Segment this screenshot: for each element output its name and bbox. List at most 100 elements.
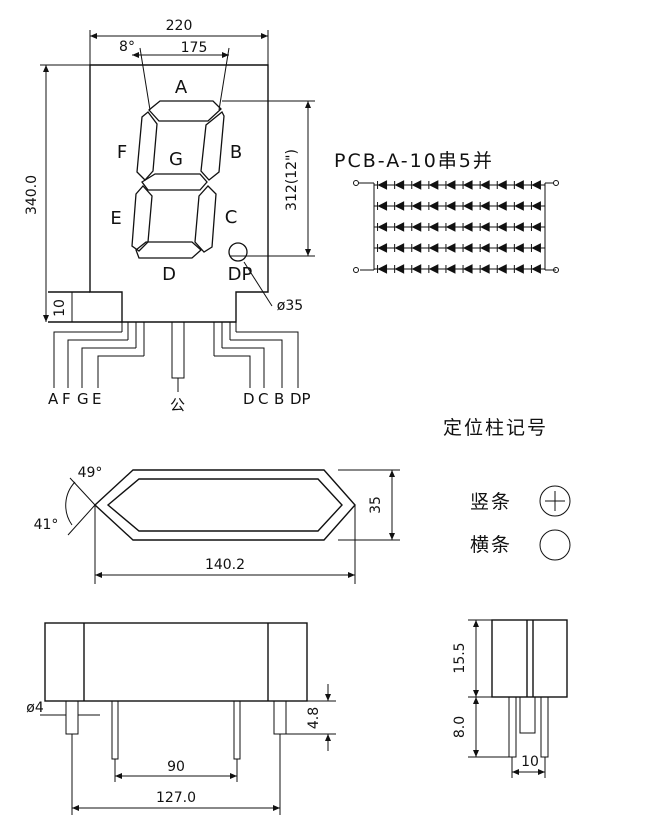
- width-label: 220: [166, 18, 193, 34]
- diode-icon: [530, 243, 541, 253]
- pin-label-c: C: [258, 390, 268, 408]
- diode-icon: [496, 222, 507, 232]
- pin-label-common: 公: [170, 396, 185, 414]
- diode-icon: [394, 222, 405, 232]
- diode-icon: [530, 264, 541, 274]
- diode-icon: [428, 222, 439, 232]
- legend-title: 定位柱记号: [443, 417, 548, 439]
- side-body-outline: [44, 622, 308, 702]
- diode-icon: [411, 180, 422, 190]
- slant-angle-label: 8°: [119, 39, 135, 55]
- end-pin-height-label: 8.0: [452, 716, 468, 738]
- diode-icon: [479, 264, 490, 274]
- end-pin-spacing-label: 10: [521, 754, 539, 770]
- segment-label-a: A: [175, 77, 188, 98]
- pin-diameter-label: ø4: [26, 700, 44, 716]
- diode-icon: [411, 243, 422, 253]
- diode-icon: [496, 201, 507, 211]
- diode-icon: [462, 243, 473, 253]
- end-locating-pin: [519, 696, 536, 734]
- diode-icon: [411, 201, 422, 211]
- diode-icon: [445, 222, 456, 232]
- end-body-height-label: 15.5: [452, 642, 468, 673]
- diode-icon: [445, 201, 456, 211]
- diode-icon: [462, 201, 473, 211]
- diode-icon: [445, 180, 456, 190]
- diode-icon: [428, 180, 439, 190]
- pcb-terminal: [553, 180, 559, 186]
- diode-icon: [530, 180, 541, 190]
- pin-spacing-label: 90: [167, 759, 185, 775]
- segment-height-label: 35: [368, 496, 384, 514]
- diode-icon: [394, 243, 405, 253]
- diode-icon: [530, 201, 541, 211]
- diode-icon: [513, 201, 524, 211]
- pin-label-g: G: [77, 390, 89, 408]
- pin-length-label: 4.8: [306, 707, 322, 729]
- segment-f: [136, 111, 158, 181]
- pin-label-a: A: [48, 390, 59, 408]
- pcb-schematic: PCB-A-10串5并: [334, 150, 559, 274]
- legend-horizontal-label: 横条: [470, 534, 512, 556]
- diode-icon: [377, 243, 388, 253]
- pcb-title: PCB-A-10串5并: [334, 150, 494, 172]
- diode-icon: [377, 264, 388, 274]
- diode-icon: [479, 201, 490, 211]
- height-label: 340.0: [24, 175, 40, 215]
- pcb-terminal: [353, 267, 359, 273]
- diode-icon: [496, 243, 507, 253]
- segment-inner-outline: [106, 478, 343, 532]
- segment-label-f: F: [117, 142, 127, 163]
- segment-e: [131, 185, 153, 252]
- dp-diameter-label: ø35: [277, 298, 303, 314]
- diode-icon: [462, 264, 473, 274]
- end-lead-pin: [540, 696, 549, 758]
- segment-d: [135, 241, 202, 259]
- segment-label-c: C: [225, 207, 238, 228]
- side-view: ø4 4.8 90 127.0: [26, 622, 336, 815]
- segment-label-b: B: [230, 142, 242, 163]
- diode-icon: [513, 243, 524, 253]
- segment-label-d: D: [162, 264, 176, 285]
- diode-icon: [411, 264, 422, 274]
- diode-icon: [428, 201, 439, 211]
- locating-pin-legend: 定位柱记号 竖条 横条: [443, 417, 571, 561]
- pcb-terminal: [553, 267, 559, 273]
- diode-icon: [513, 180, 524, 190]
- pcb-terminal: [353, 180, 359, 186]
- diode-icon: [428, 264, 439, 274]
- total-width-label: 127.0: [156, 790, 196, 806]
- segment-g: [141, 173, 208, 191]
- pin-label-dp: DP: [290, 390, 311, 408]
- seven-segment-digit: [131, 100, 248, 262]
- diode-icon: [377, 201, 388, 211]
- pcb-diode-rows: [374, 180, 545, 274]
- side-locating-pin: [65, 700, 79, 735]
- diode-icon: [445, 243, 456, 253]
- segment-label-e: E: [110, 208, 121, 229]
- diode-icon: [411, 222, 422, 232]
- diode-icon: [496, 180, 507, 190]
- segment-c: [194, 185, 217, 253]
- diode-icon: [394, 180, 405, 190]
- diode-icon: [445, 264, 456, 274]
- diode-icon: [428, 243, 439, 253]
- pin-label-f: F: [62, 390, 71, 408]
- pin-label-e: E: [92, 390, 101, 408]
- diode-icon: [394, 264, 405, 274]
- horizontal-mark-icon: [539, 529, 571, 561]
- diode-icon: [479, 222, 490, 232]
- diode-icon: [462, 180, 473, 190]
- segment-b: [200, 110, 225, 181]
- diode-icon: [462, 222, 473, 232]
- segment-length-label: 140.2: [205, 557, 245, 573]
- segment-a: [148, 100, 222, 122]
- vertical-mark-icon: [539, 485, 571, 517]
- angle-bottom-label: 41°: [34, 517, 59, 533]
- diode-icon: [513, 222, 524, 232]
- pin-label-b: B: [274, 390, 284, 408]
- side-locating-pin: [273, 700, 287, 735]
- diode-icon: [496, 264, 507, 274]
- segment-label-g: G: [169, 149, 183, 170]
